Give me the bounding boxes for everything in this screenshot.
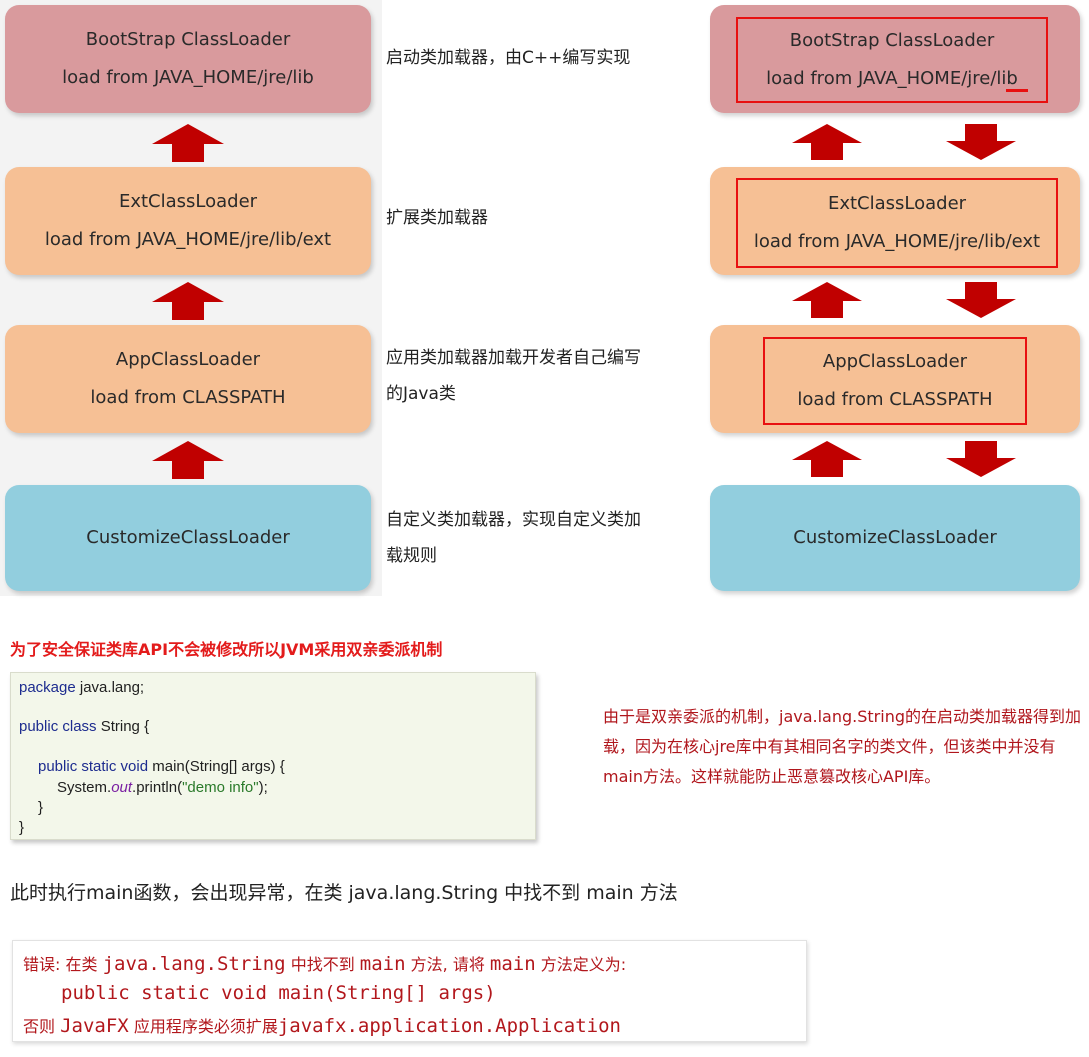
error-code: main — [359, 953, 406, 975]
code-line-5: } — [38, 799, 44, 816]
bootstrap-path: load from JAVA_HOME/jre/lib — [62, 67, 314, 88]
code-line-3: public static void main(String[] args) { — [38, 758, 285, 775]
error-text: 中找不到 — [285, 955, 360, 974]
code-string: "demo info" — [182, 779, 259, 796]
code-keyword: public static void — [38, 758, 149, 775]
delegation-note: 由于是双亲委派的机制，java.lang.String的在启动类加载器得到加载，… — [603, 707, 1081, 786]
app-description-line2: 的Java类 — [386, 384, 456, 404]
error-text: 否则 — [23, 1017, 61, 1036]
code-keyword: package — [19, 679, 76, 696]
code-line-2: public class String { — [19, 718, 149, 735]
app-description: 应用类加载器加载开发者自己编写 的Java类 — [386, 340, 641, 412]
down-arrow-icon — [946, 441, 1016, 477]
error-code: javafx.application.Application — [277, 1015, 621, 1037]
down-arrow-icon — [946, 282, 1016, 318]
up-arrow-icon — [792, 124, 862, 160]
app-description-line1: 应用类加载器加载开发者自己编写 — [386, 348, 641, 368]
code-line-6: } — [19, 819, 25, 836]
right-app-path: load from CLASSPATH — [797, 389, 993, 410]
code-text: String { — [96, 718, 150, 735]
error-line-1: 错误: 在类 java.lang.String 中找不到 main 方法, 请将… — [23, 951, 626, 975]
app-path: load from CLASSPATH — [90, 387, 286, 408]
customize-classloader-box: CustomizeClassLoader — [5, 485, 371, 591]
ext-path: load from JAVA_HOME/jre/lib/ext — [44, 229, 332, 250]
error-code: java.lang.String — [102, 953, 286, 975]
up-arrow-icon — [152, 124, 224, 162]
up-arrow-icon — [792, 441, 862, 477]
cust-description-line1: 自定义类加载器，实现自定义类加 — [386, 510, 641, 530]
code-text: main(String[] args) { — [148, 758, 285, 775]
customize-title: CustomizeClassLoader — [86, 527, 290, 548]
app-title: AppClassLoader — [115, 349, 261, 370]
code-text: System. — [57, 779, 112, 796]
code-text: java.lang; — [75, 679, 145, 696]
error-message-box: 错误: 在类 java.lang.String 中找不到 main 方法, 请将… — [12, 940, 807, 1042]
error-text: 方法, 请将 — [405, 955, 490, 974]
cust-description-line2: 载规则 — [386, 546, 437, 566]
error-code: main — [489, 953, 536, 975]
error-line-3: 否则 JavaFX 应用程序类必须扩展javafx.application.Ap… — [23, 1013, 621, 1037]
right-bootstrap-frame: BootStrap ClassLoader load from JAVA_HOM… — [736, 17, 1048, 103]
ext-title: ExtClassLoader — [118, 191, 258, 212]
right-ext-title: ExtClassLoader — [827, 193, 967, 214]
right-ext-box — [710, 167, 1080, 275]
error-text: 方法定义为: — [535, 955, 627, 974]
code-snippet: package java.lang; public class String {… — [10, 672, 536, 840]
right-ext-frame: ExtClassLoader load from JAVA_HOME/jre/l… — [736, 178, 1058, 268]
right-customize-title: CustomizeClassLoader — [793, 527, 997, 548]
app-classloader-box: AppClassLoader load from CLASSPATH — [5, 325, 371, 433]
right-app-title: AppClassLoader — [822, 351, 968, 372]
exception-sentence: 此时执行main函数，会出现异常，在类 java.lang.String 中找不… — [10, 882, 678, 904]
code-text: ); — [258, 779, 268, 796]
lib-underline — [1006, 89, 1028, 92]
error-line-2: public static void main(String[] args) — [61, 982, 496, 1004]
up-arrow-icon — [792, 282, 862, 318]
right-app-frame: AppClassLoader load from CLASSPATH — [763, 337, 1027, 425]
down-arrow-icon — [946, 124, 1016, 160]
code-text: .println( — [132, 779, 183, 796]
boot-description: 启动类加载器，由C++编写实现 — [386, 48, 631, 68]
cust-description: 自定义类加载器，实现自定义类加 载规则 — [386, 502, 641, 574]
up-arrow-icon — [152, 282, 224, 320]
right-bootstrap-path: load from JAVA_HOME/jre/lib — [766, 68, 1018, 89]
right-app-box — [710, 325, 1080, 433]
error-text: 应用程序类必须扩展 — [128, 1017, 278, 1036]
bootstrap-title: BootStrap ClassLoader — [85, 29, 291, 50]
code-field: out — [111, 779, 133, 796]
delegation-title: 为了安全保证类库API不会被修改所以JVM采用双亲委派机制 — [10, 640, 443, 659]
bootstrap-classloader-box: BootStrap ClassLoader load from JAVA_HOM… — [5, 5, 371, 113]
error-text: 错误: 在类 — [23, 955, 103, 974]
ext-description: 扩展类加载器 — [386, 208, 488, 228]
right-ext-path: load from JAVA_HOME/jre/lib/ext — [753, 231, 1041, 252]
right-bootstrap-box — [710, 5, 1080, 113]
error-code: JavaFX — [60, 1015, 129, 1037]
right-bootstrap-title: BootStrap ClassLoader — [789, 30, 995, 51]
code-keyword: public class — [19, 718, 97, 735]
code-line-4: System.out.println("demo info"); — [57, 779, 268, 796]
right-customize-box: CustomizeClassLoader — [710, 485, 1080, 591]
up-arrow-icon — [152, 441, 224, 479]
ext-classloader-box: ExtClassLoader load from JAVA_HOME/jre/l… — [5, 167, 371, 275]
code-line-1: package java.lang; — [19, 679, 144, 696]
